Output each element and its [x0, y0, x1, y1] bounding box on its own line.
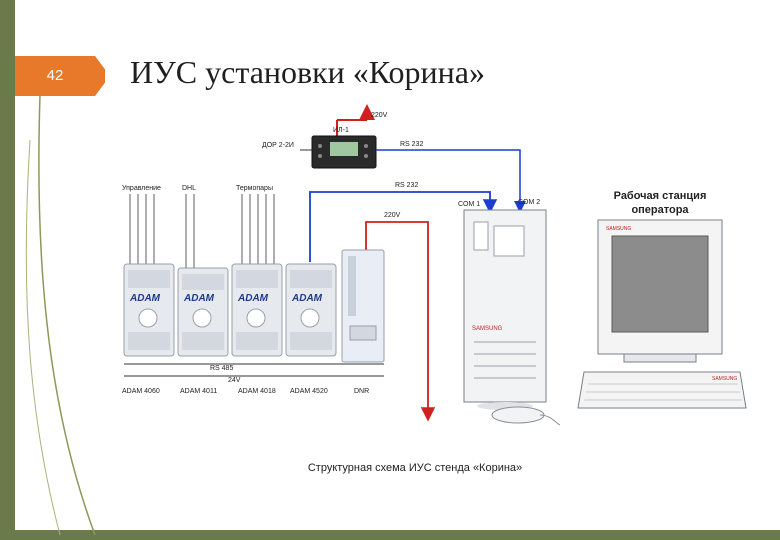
- module-name-4011: ADAM 4011: [180, 388, 217, 395]
- power-line: [365, 221, 436, 422]
- rs232-line: [309, 191, 498, 262]
- rs485-label: RS 485: [210, 365, 233, 372]
- mouse: [491, 406, 561, 426]
- adam-logo: ADAM: [129, 293, 161, 304]
- adam-logo: ADAM: [291, 293, 323, 304]
- bottom-decor-band: [0, 530, 780, 540]
- decor-curve: [25, 139, 61, 536]
- module-name-4018: ADAM 4018: [238, 388, 276, 395]
- power-supply-dnr: [341, 249, 385, 363]
- indicator-power-label: 220V: [371, 112, 388, 119]
- adam-module-4060: ADAM: [123, 263, 175, 357]
- com2-label: COM 2: [518, 199, 540, 206]
- adam-module-4520: ADAM: [285, 263, 337, 357]
- page-number-arrow-shape: [15, 56, 105, 96]
- group-label-thermocouples: Термопары: [236, 185, 273, 192]
- module-name-4520: ADAM 4520: [290, 388, 328, 395]
- left-decor-band: [0, 0, 15, 540]
- power-supply-name: DNR: [354, 388, 369, 395]
- group-label-control: Управление: [122, 185, 161, 192]
- indicator-rs232-line: [376, 149, 526, 213]
- workstation-title-line1: Рабочая станция: [614, 190, 707, 202]
- input-wires: [129, 194, 275, 268]
- indicator-link-label: RS 232: [400, 141, 423, 148]
- diagram-caption: Структурная схема ИУС стенда «Корина»: [307, 462, 523, 474]
- pc-tower: SAMSUNG: [463, 209, 547, 410]
- indicator-display: [330, 142, 358, 156]
- power-label: 220V: [384, 212, 401, 219]
- module-name-4060: ADAM 4060: [122, 388, 160, 395]
- page-number-badge: 42: [15, 56, 105, 96]
- rs232-label: RS 232: [395, 182, 418, 189]
- decor-curve: [38, 94, 96, 536]
- adam-logo: ADAM: [237, 293, 269, 304]
- monitor-brand: SAMSUNG: [606, 226, 631, 232]
- indicator-input-label: ДОР 2-2И: [262, 142, 294, 149]
- com1-label: COM 1: [458, 201, 480, 208]
- v24-label: 24V: [228, 377, 241, 384]
- indicator-device: 220V ИЛ-1 ДОР 2-2И RS 232: [262, 104, 526, 213]
- indicator-device-label: ИЛ-1: [333, 127, 349, 134]
- page-number: 42: [46, 67, 64, 84]
- group-label-dhl: DHL: [182, 185, 196, 192]
- keyboard: SAMSUNG: [577, 371, 747, 409]
- adam-module-4018: ADAM: [231, 263, 283, 357]
- workstation-title-line2: оператора: [631, 204, 689, 216]
- slide-title: ИУС установки «Корина»: [130, 54, 485, 90]
- pc-brand: SAMSUNG: [472, 326, 503, 332]
- keyboard-brand: SAMSUNG: [712, 376, 737, 382]
- adam-logo: ADAM: [183, 293, 215, 304]
- adam-module-4011: ADAM: [177, 267, 229, 357]
- monitor: SAMSUNG: [597, 219, 723, 363]
